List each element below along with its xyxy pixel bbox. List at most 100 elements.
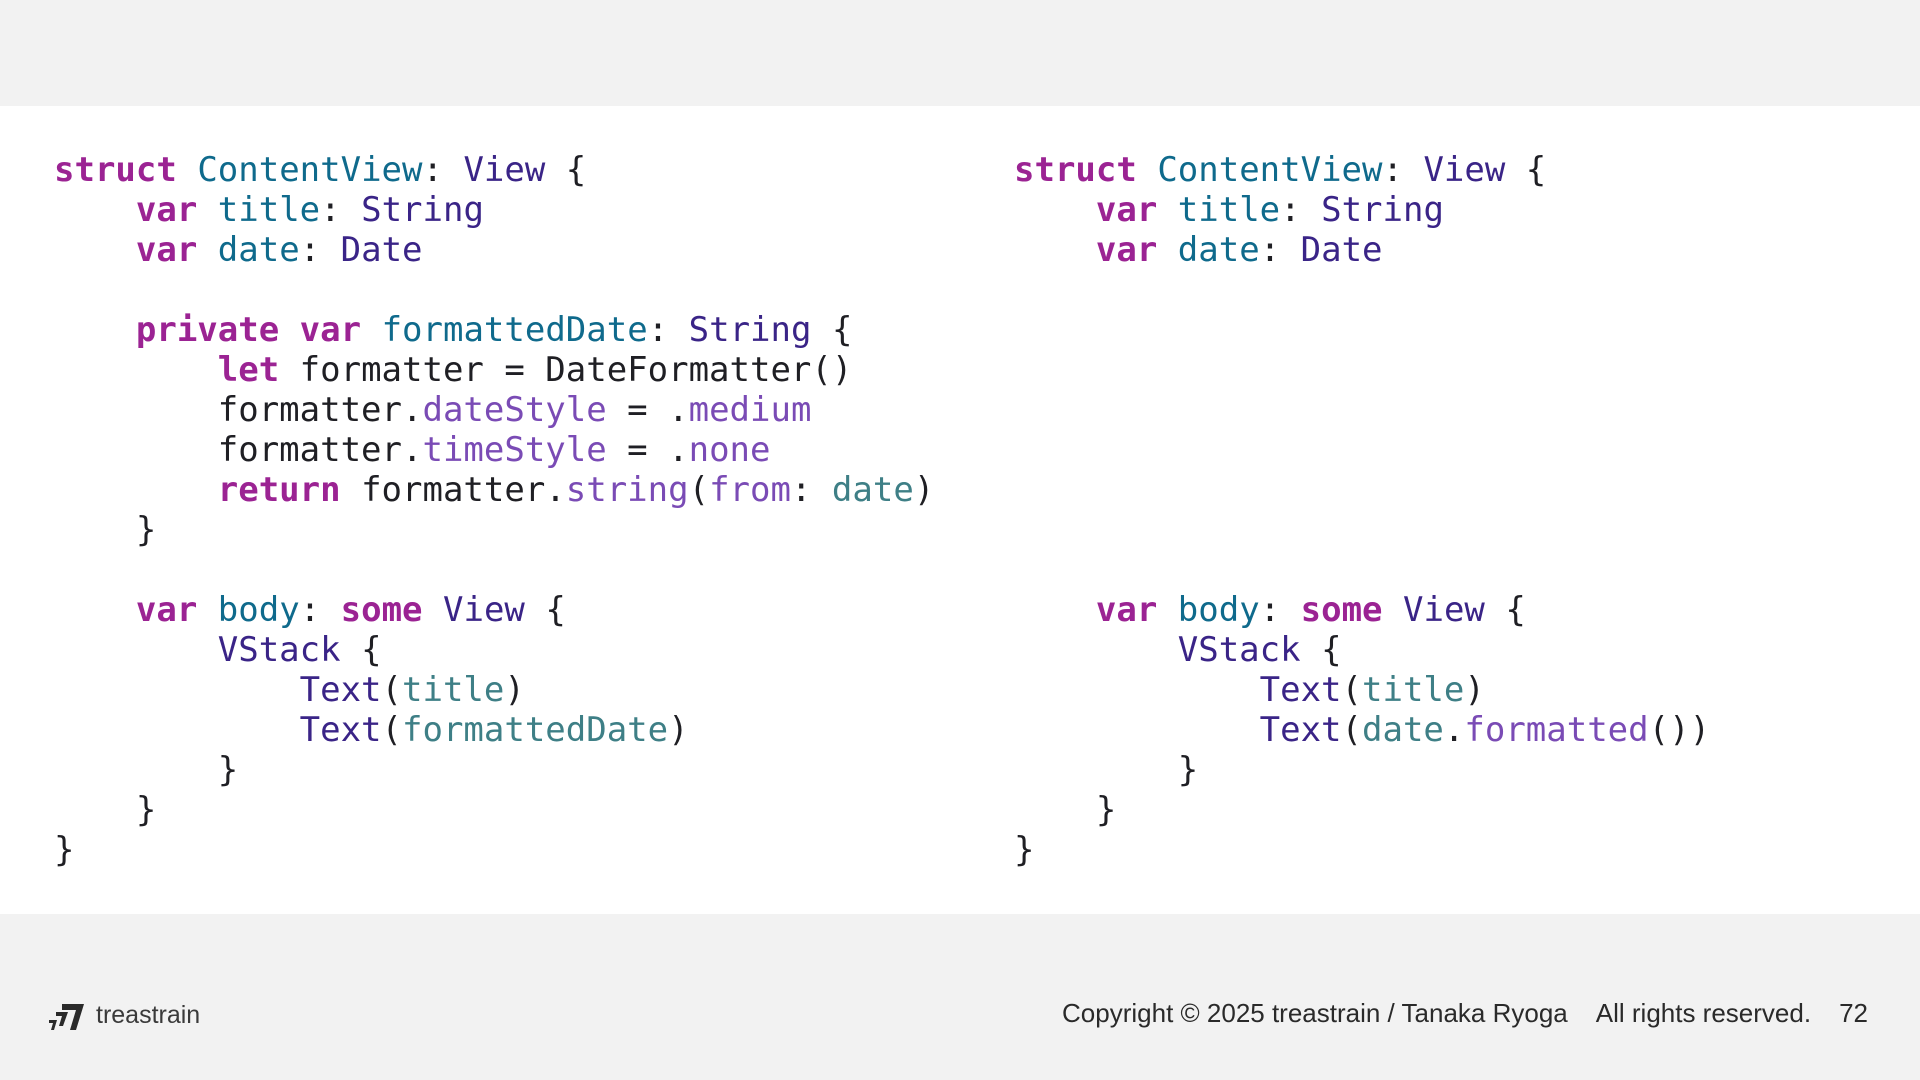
- code-token: Text: [1259, 670, 1342, 710]
- code-line: [54, 270, 934, 310]
- code-token: string: [565, 470, 689, 510]
- code-token: View: [463, 150, 546, 190]
- code-token: date: [1177, 230, 1260, 270]
- code-line: Text(date.formatted()): [1014, 710, 1710, 750]
- code-token: title: [1177, 190, 1281, 230]
- code-token: title: [402, 670, 505, 710]
- footer-info: Copyright © 2025 treastrain / Tanaka Ryo…: [1062, 998, 1868, 1029]
- code-token: title: [1362, 670, 1465, 710]
- code-line: var title: String: [54, 190, 934, 230]
- code-token: [1157, 590, 1177, 630]
- code-line: struct ContentView: View {: [54, 150, 934, 190]
- code-token: date: [217, 230, 300, 270]
- treastrain-logo-icon: [46, 998, 86, 1032]
- code-line: }: [54, 790, 934, 830]
- code-token: var: [135, 230, 198, 270]
- code-token: [1157, 190, 1177, 230]
- code-token: title: [217, 190, 321, 230]
- code-token: [54, 350, 218, 390]
- code-line: var date: Date: [1014, 230, 1710, 270]
- code-token: [54, 310, 136, 350]
- code-token: [1383, 590, 1403, 630]
- code-token: timeStyle: [422, 430, 607, 470]
- code-token: var: [135, 590, 198, 630]
- code-block-after: struct ContentView: View { var title: St…: [1014, 150, 1710, 870]
- code-token: var: [1095, 230, 1158, 270]
- code-token: var: [135, 190, 198, 230]
- code-line: VStack {: [1014, 630, 1710, 670]
- code-token: String: [1321, 190, 1444, 230]
- code-token: ContentView: [1157, 150, 1383, 190]
- code-line: [1014, 510, 1710, 550]
- code-token: }: [1014, 750, 1199, 790]
- code-token: = .: [606, 390, 689, 430]
- code-token: (: [381, 710, 403, 750]
- code-token: ): [668, 710, 689, 750]
- code-token: date: [1362, 710, 1444, 750]
- code-line: var title: String: [1014, 190, 1710, 230]
- code-line: formatter.timeStyle = .none: [54, 430, 934, 470]
- code-token: {: [1300, 630, 1342, 670]
- code-token: [54, 590, 136, 630]
- code-token: [54, 230, 136, 270]
- rights-text: All rights reserved.: [1595, 998, 1812, 1028]
- code-line: struct ContentView: View {: [1014, 150, 1710, 190]
- code-token: [1157, 230, 1177, 270]
- code-line: [1014, 270, 1710, 310]
- code-token: body: [217, 590, 300, 630]
- code-token: [1014, 710, 1260, 750]
- code-token: [197, 230, 217, 270]
- code-token: formatter = DateFormatter(): [279, 350, 853, 390]
- code-token: }: [54, 830, 75, 870]
- code-token: }: [54, 510, 157, 550]
- code-token: [54, 710, 300, 750]
- code-line: [1014, 310, 1710, 350]
- code-token: formatter.: [54, 390, 423, 430]
- code-line: return formatter.string(from: date): [54, 470, 935, 510]
- code-block-before: struct ContentView: View { var title: St…: [54, 150, 934, 870]
- code-token: private: [135, 310, 280, 350]
- code-line: [1014, 390, 1710, 430]
- page-number: 72: [1839, 998, 1868, 1028]
- footer-brand: treastrain: [46, 998, 200, 1032]
- code-token: return: [217, 470, 341, 510]
- code-line: }: [54, 830, 934, 870]
- code-token: {: [545, 150, 587, 190]
- code-token: :: [790, 470, 832, 510]
- code-token: some: [340, 590, 423, 630]
- code-token: let: [217, 350, 280, 390]
- code-token: formattedDate: [402, 710, 669, 750]
- code-token: [1014, 230, 1096, 270]
- code-token: formatted: [1464, 710, 1649, 750]
- code-token: :: [647, 310, 689, 350]
- code-token: (: [1341, 670, 1363, 710]
- code-token: ): [504, 670, 525, 710]
- code-token: [197, 190, 217, 230]
- code-token: String: [688, 310, 812, 350]
- code-line: }: [1014, 830, 1710, 870]
- code-line: var body: some View {: [1014, 590, 1710, 630]
- code-line: private var formattedDate: String {: [54, 310, 934, 350]
- code-token: var: [1095, 590, 1158, 630]
- code-token: :: [422, 150, 464, 190]
- code-token: formatter.: [340, 470, 566, 510]
- code-token: [54, 630, 218, 670]
- code-token: struct: [1014, 150, 1137, 190]
- code-token: :: [320, 190, 362, 230]
- code-token: (: [1341, 710, 1363, 750]
- code-token: [177, 150, 197, 190]
- code-token: View: [1403, 590, 1485, 630]
- code-token: VStack: [1177, 630, 1301, 670]
- code-token: View: [1423, 150, 1506, 190]
- code-token: :: [1280, 190, 1322, 230]
- code-token: [1014, 590, 1096, 630]
- code-token: View: [443, 590, 525, 630]
- code-token: {: [340, 630, 382, 670]
- code-token: [279, 310, 299, 350]
- code-comparison-area: struct ContentView: View { var title: St…: [0, 106, 1920, 914]
- code-token: [1137, 150, 1157, 190]
- code-line: Text(title): [54, 670, 934, 710]
- code-token: formatter.: [54, 430, 423, 470]
- code-token: some: [1300, 590, 1383, 630]
- code-token: }: [54, 750, 239, 790]
